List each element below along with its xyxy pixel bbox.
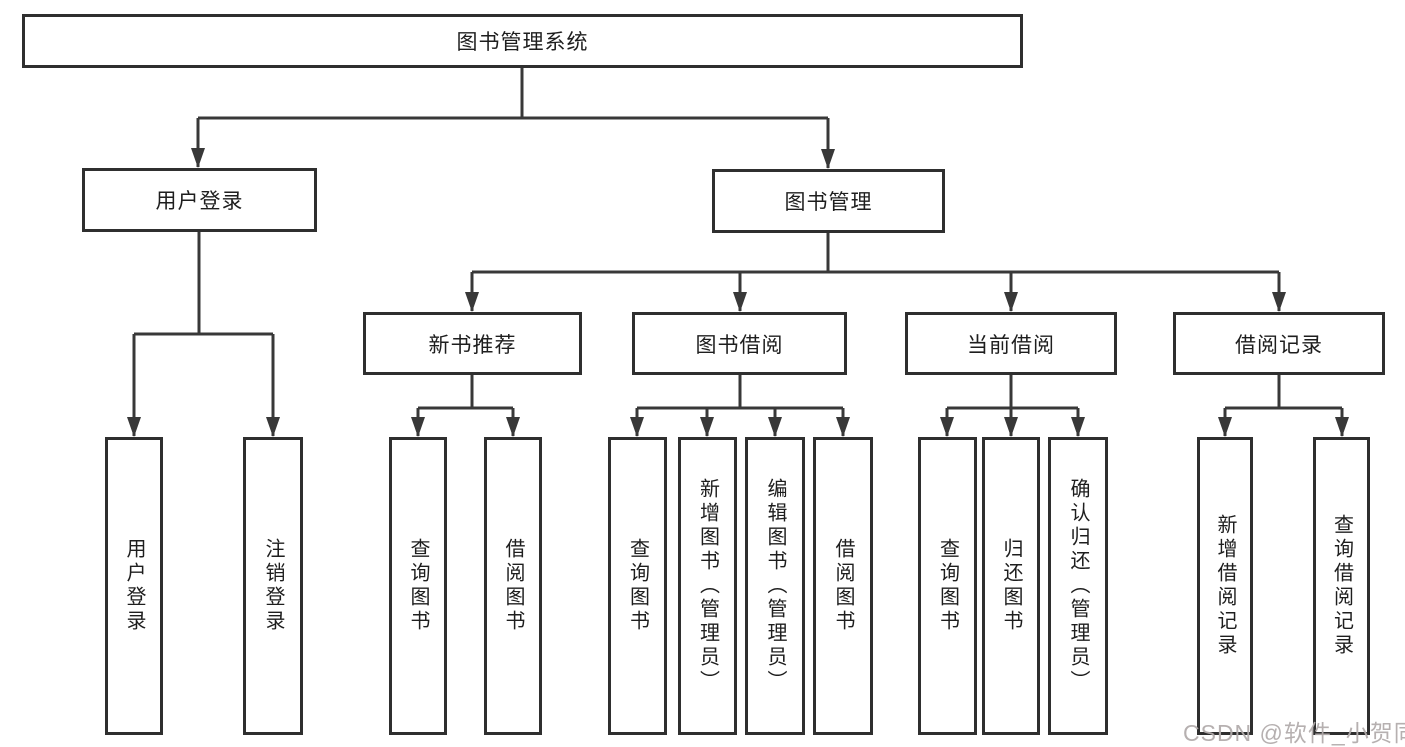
leaf-records-add-borrow-record: 新增借阅记录 — [1197, 437, 1253, 735]
leaf-current-return-books: 归还图书 — [982, 437, 1040, 735]
node-borrow-records: 借阅记录 — [1173, 312, 1385, 375]
csdn-watermark: CSDN @软件_小贺同学 — [1183, 720, 1405, 746]
leaf-borrow-edit-books-admin: 编辑图书（管理员） — [745, 437, 805, 735]
node-book-borrow: 图书借阅 — [632, 312, 847, 375]
node-library-management-system: 图书管理系统 — [22, 14, 1023, 68]
leaf-borrow-borrow-books: 借阅图书 — [813, 437, 873, 735]
node-current-borrow: 当前借阅 — [905, 312, 1117, 375]
leaf-current-confirm-return-admin: 确认归还（管理员） — [1048, 437, 1108, 735]
leaf-newbook-query-books: 查询图书 — [389, 437, 447, 735]
leaf-borrow-add-books-admin: 新增图书（管理员） — [678, 437, 737, 735]
leaf-records-query-borrow-record: 查询借阅记录 — [1313, 437, 1370, 735]
leaf-current-query-books: 查询图书 — [918, 437, 977, 735]
node-book-management: 图书管理 — [712, 169, 945, 233]
leaf-newbook-borrow-books: 借阅图书 — [484, 437, 542, 735]
leaf-user-login: 用户登录 — [105, 437, 163, 735]
leaf-borrow-query-books: 查询图书 — [608, 437, 667, 735]
node-new-book-recommend: 新书推荐 — [363, 312, 582, 375]
node-user-login: 用户登录 — [82, 168, 317, 232]
leaf-logout-login: 注销登录 — [243, 437, 303, 735]
